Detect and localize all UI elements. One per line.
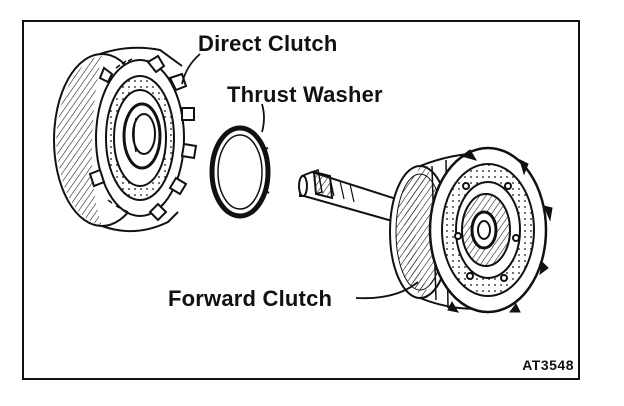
thrust-washer-label: Thrust Washer [227,82,383,107]
direct-clutch-drum-icon [53,46,198,233]
figure-code: AT3548 [522,357,574,373]
forward-clutch-assembly-icon [298,146,553,314]
forward-clutch-label: Forward Clutch [168,286,333,311]
leader-thrust-washer [261,103,265,133]
thrust-washer-ring-icon [209,125,271,219]
direct-clutch-label: Direct Clutch [198,31,338,56]
leader-lines [181,53,419,300]
leader-direct-clutch [181,53,201,85]
leader-forward-clutch [355,281,419,300]
